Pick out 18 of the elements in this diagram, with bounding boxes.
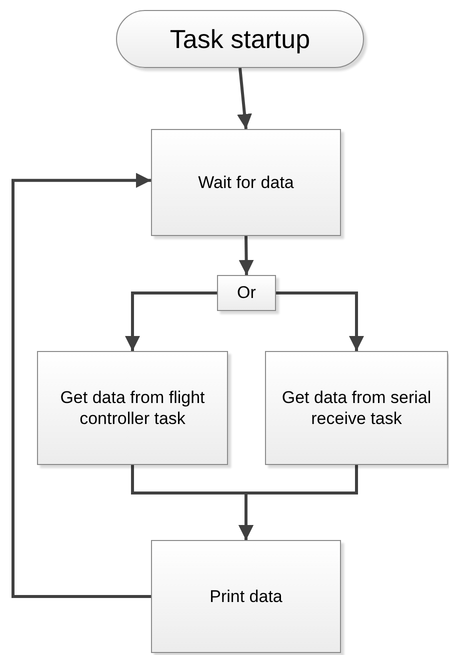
process-box	[151, 540, 341, 653]
node-label: Task startup	[170, 22, 310, 56]
arrow	[125, 292, 217, 351]
arrow	[12, 172, 151, 598]
arrow	[276, 292, 364, 351]
process-box	[37, 351, 228, 465]
arrow	[238, 465, 358, 540]
process-box	[151, 129, 341, 236]
process-box	[217, 275, 276, 311]
node-label: Wait for data	[198, 172, 294, 194]
node-label: Print data	[210, 586, 282, 608]
arrow	[238, 236, 254, 276]
arrow	[237, 68, 252, 130]
node-label: Get data from serial receive task	[280, 386, 432, 430]
node-label: Get data from flight controller task	[59, 386, 206, 430]
node-label: Or	[237, 282, 256, 304]
process-box	[265, 351, 448, 465]
start-terminal	[116, 10, 364, 68]
